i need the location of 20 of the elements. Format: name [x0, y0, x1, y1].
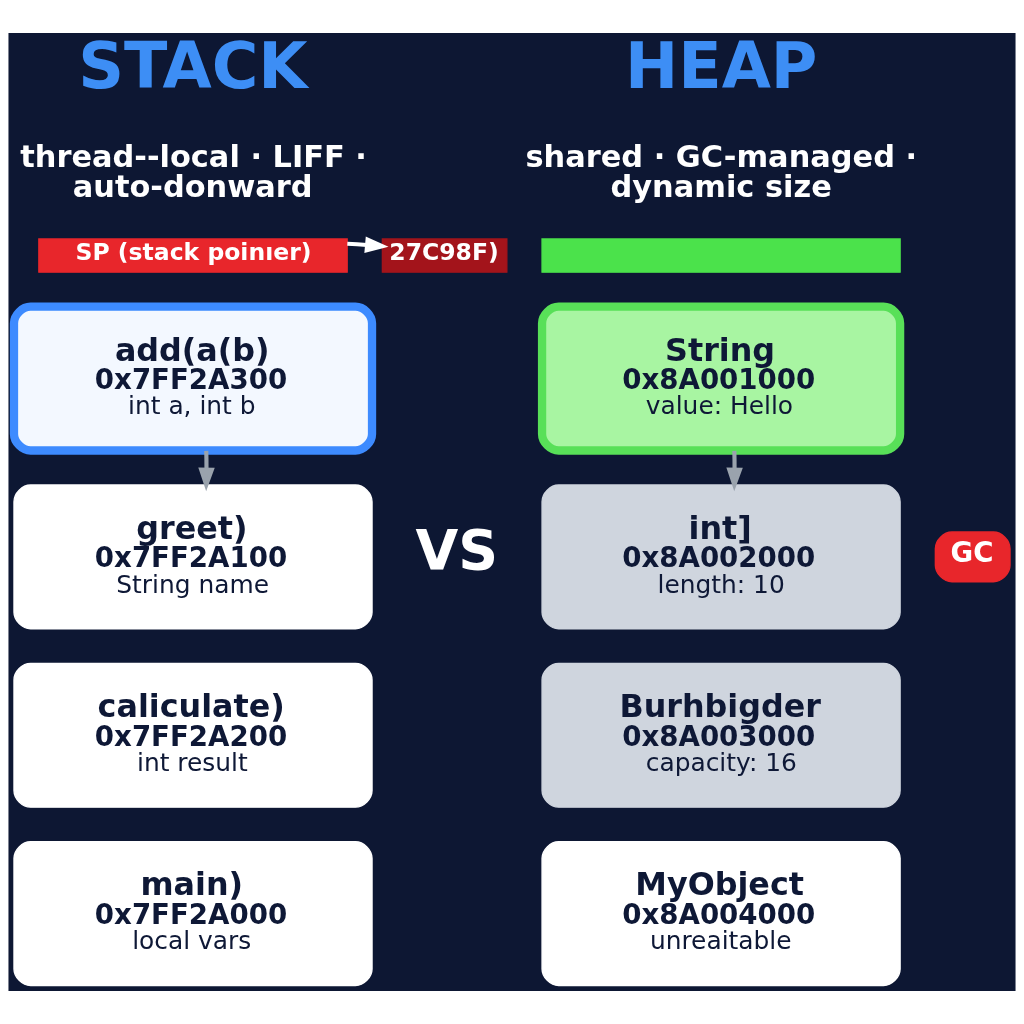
node-box: MyObject 0x8A004000 unreaitable — [541, 841, 901, 987]
label: shared · GC-managed · dynamic size — [525, 138, 918, 204]
arrow — [198, 450, 215, 492]
node-bar — [541, 238, 901, 273]
node-box: int] 0x8A002000 length: 10 — [541, 484, 901, 630]
label: STACK — [78, 29, 308, 104]
node-box: SP (stack poinıer) — [38, 238, 348, 273]
node-box: caliculate) 0x7FF2A200 int result — [13, 662, 373, 808]
arrow — [347, 236, 389, 253]
node-box: 27C98F) — [381, 238, 508, 273]
node-box: add(a(b) 0x7FF2A300 int a, int b — [9, 302, 377, 455]
node-box: String 0x8A001000 value: Hello — [537, 302, 905, 455]
node-box: greet) 0x7FF2A100 String name — [13, 484, 373, 630]
arrow — [726, 450, 743, 492]
node-box: Burhbigder 0x8A003000 capacity: 16 — [541, 662, 901, 808]
label: HEAP — [625, 29, 818, 104]
node-box: GC — [934, 531, 1011, 583]
label: VS — [415, 518, 499, 583]
label: thread--local · LIFF · auto-donward — [20, 138, 367, 204]
node-box: main) 0x7FF2A000 local vars — [13, 841, 373, 987]
